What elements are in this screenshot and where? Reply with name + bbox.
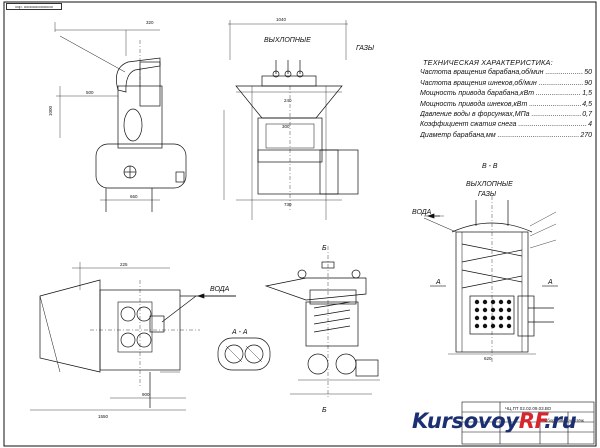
dim-225: 225 [120, 262, 128, 267]
sheet-stamp: cop. ooooooooooooo [6, 3, 62, 10]
label-section-bb: В - В [482, 163, 498, 170]
specs-title: ТЕХНИЧЕСКАЯ ХАРАКТЕРИСТИКА: [423, 58, 553, 67]
title-block-name: Сборочный чертёж [544, 418, 584, 423]
spec-value: 4,5 [582, 100, 592, 108]
spec-label: Мощность привода барабана,кВт [420, 89, 581, 99]
spec-row: Частота вращения шнеков,об/мин90 [420, 79, 592, 89]
spec-row: Диаметр барабана,мм270 [420, 131, 592, 141]
site-logo[interactable]: KursovoyRF.ru [412, 409, 577, 433]
dim-1040: 1040 [276, 17, 287, 22]
spec-label: Мощность привода шнеков,кВт [420, 100, 581, 110]
label-exhaust-gases-4: ГАЗЫ [478, 191, 497, 198]
label-b-top: Б [322, 245, 327, 252]
dim-730: 730 [284, 202, 292, 207]
flow-arrows [196, 213, 440, 299]
spec-row: Частота вращения барабана,об/мин50 [420, 68, 592, 78]
specs-list: Частота вращения барабана,об/мин50Частот… [420, 68, 592, 141]
title-block [461, 401, 595, 445]
plan-view [30, 262, 236, 411]
side-view [223, 20, 359, 220]
section-aa-view [217, 337, 271, 371]
elevation-view [264, 246, 380, 398]
sheet-frame [3, 1, 597, 447]
label-exhaust-gases-2: ГАЗЫ [356, 45, 375, 52]
title-block-code: ЧЦ.ПТ 02.02.09.03.ВО [505, 406, 552, 411]
spec-value: 270 [580, 131, 592, 139]
label-section-aa: А - А [231, 329, 248, 336]
spec-row: Мощность привода шнеков,кВт4,5 [420, 100, 592, 110]
spec-label: Диаметр барабана,мм [420, 131, 579, 141]
logo-part-3: .ru [544, 409, 577, 433]
spec-value: 0,7 [582, 111, 592, 119]
dim-320: 320 [146, 20, 154, 25]
spec-label: Коэффициент сжатия снега [420, 120, 587, 130]
dim-1000: 1000 [48, 105, 53, 116]
dim-660: 660 [130, 194, 138, 199]
dim-900: 900 [142, 392, 150, 397]
spec-value: 1,5 [582, 90, 592, 98]
dim-500: 500 [86, 90, 94, 95]
logo-part-2: RF [518, 409, 545, 433]
dim-300: 300 [282, 124, 290, 129]
label-water-2: ВОДА [412, 209, 432, 216]
section-bb-view [423, 196, 558, 362]
front-view [54, 22, 187, 212]
spec-row: Давление воды в форсунках,МПа0,7 [420, 110, 592, 120]
spec-row: Коэффициент сжатия снега4 [420, 120, 592, 130]
label-a-right: А [547, 279, 553, 286]
dim-240: 240 [284, 98, 292, 103]
spec-value: 50 [584, 69, 592, 77]
spec-label: Частота вращения барабана,об/мин [420, 68, 583, 78]
technical-specs: ТЕХНИЧЕСКАЯ ХАРАКТЕРИСТИКА: Частота вращ… [420, 58, 592, 141]
label-a-left: А [435, 279, 441, 286]
spec-value: 4 [588, 121, 592, 129]
spec-label: Давление воды в форсунках,МПа [420, 110, 581, 120]
label-b-bottom: Б [322, 407, 327, 414]
spec-row: Мощность привода барабана,кВт1,5 [420, 89, 592, 99]
dim-1550: 1550 [98, 414, 109, 419]
spec-value: 90 [584, 79, 592, 87]
label-exhaust-gases-3: ВЫХЛОПНЫЕ [466, 181, 513, 188]
dim-620: 620 [484, 356, 492, 361]
logo-part-1: Kursovoy [412, 409, 519, 433]
label-exhaust-gases-1: ВЫХЛОПНЫЕ [264, 37, 311, 44]
spec-label: Частота вращения шнеков,об/мин [420, 79, 583, 89]
label-water-1: ВОДА [210, 286, 230, 293]
